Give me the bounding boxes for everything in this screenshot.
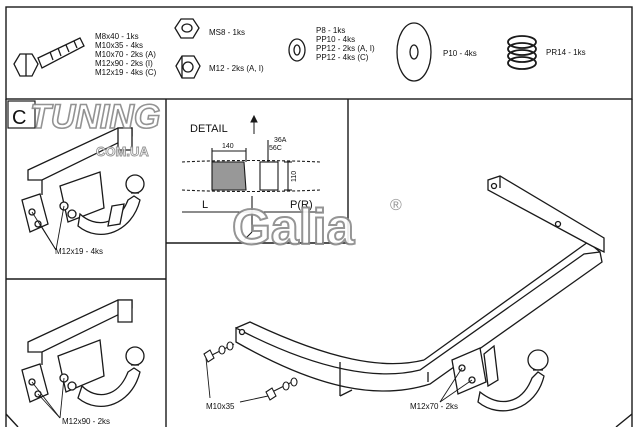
variant-i-bolt-label: M12x90 - 2ks — [62, 417, 110, 426]
spring-label: PR14 - 1ks — [546, 48, 586, 57]
hex-bolt-icon — [13, 37, 85, 77]
registered-mark: ® — [390, 197, 402, 214]
tuning-domain-text: COM.UA — [96, 144, 149, 159]
variant-i-towbar-drawing — [21, 299, 145, 408]
washer-line: P8 - 1ks — [316, 26, 345, 35]
tuning-watermark: TUNING COM.UA — [29, 97, 161, 159]
nut-m8-label: MS8 - 1ks — [209, 28, 245, 37]
hex-nut-icon — [174, 18, 201, 79]
detail-code-c: 56C — [269, 145, 282, 152]
variant-c-towbar-drawing — [21, 127, 145, 236]
variant-c-bolt-label: M12x19 - 4ks — [55, 247, 103, 256]
washer-line: PP12 - 4ks (C) — [316, 53, 369, 62]
bolt-line: M12x19 - 4ks (C) — [95, 68, 157, 77]
main-fixing-bolts — [203, 341, 298, 401]
variant-i-leader-lines — [31, 377, 65, 419]
up-arrow-icon — [250, 114, 258, 134]
variant-c-label: C — [7, 100, 36, 129]
variant-c-leader-lines — [31, 205, 65, 251]
detail-title: DETAIL — [190, 123, 228, 135]
large-washer-icon — [396, 22, 432, 82]
detail-left-mark: L — [202, 199, 208, 211]
svg-text:C: C — [12, 107, 26, 129]
washer-line: PP10 - 4ks — [316, 35, 355, 44]
main-bolt-left-label: M10x35 — [206, 402, 235, 411]
corner-mark — [615, 413, 633, 427]
main-hitch-drawing — [451, 344, 549, 412]
washer-p10-label: P10 - 4ks — [443, 49, 477, 58]
detail-right-mark: P(R) — [290, 199, 313, 211]
brand-watermark-text: Galia — [232, 199, 355, 255]
bolt-line: M10x70 - 2ks (A) — [95, 50, 156, 59]
detail-dim-height: 110 — [291, 171, 298, 182]
panel-frames — [5, 6, 633, 427]
spring-washer-icon — [507, 35, 537, 70]
main-leader-lines — [205, 357, 473, 403]
main-bolt-right-label: M12x70 - 2ks — [410, 402, 458, 411]
nut-m12-label: M12 - 2ks (A, I) — [209, 64, 264, 73]
washer-line: PP12 - 2ks (A, I) — [316, 44, 375, 53]
brand-watermark: Galia ® — [231, 197, 402, 256]
bolt-line: M12x90 - 2ks (I) — [95, 59, 153, 68]
main-crossbar-drawing — [235, 175, 605, 397]
washer-icon — [288, 38, 306, 62]
detail-frame — [166, 99, 349, 244]
detail-section-drawing — [181, 140, 322, 241]
detail-dim-width: 140 — [222, 143, 234, 150]
tuning-watermark-text: TUNING — [30, 98, 160, 136]
parts-list-frame — [5, 6, 633, 100]
bolt-line: M8x40 - 1ks — [95, 32, 139, 41]
corner-mark-left — [5, 413, 19, 427]
detail-code-a: 36A — [274, 137, 287, 144]
bolt-line: M10x35 - 4ks — [95, 41, 143, 50]
